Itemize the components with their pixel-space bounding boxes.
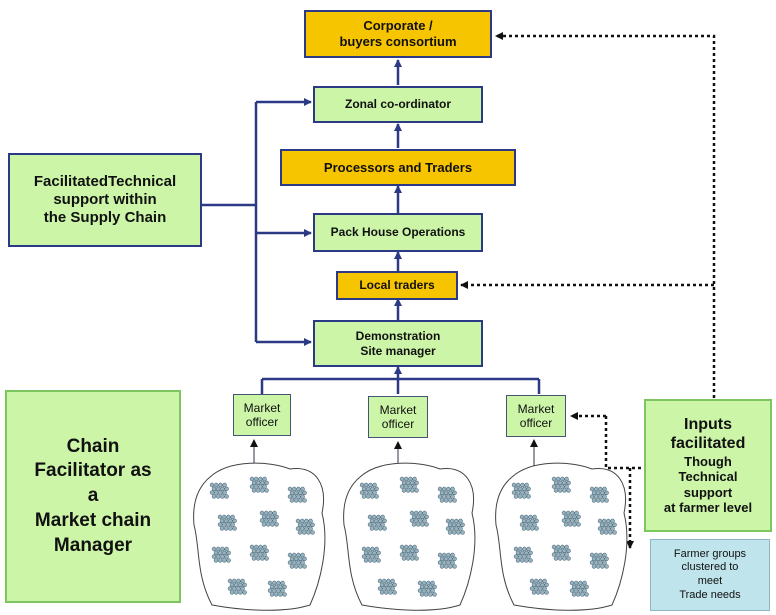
farm-cluster-2 bbox=[343, 462, 476, 611]
farmer-plot-group bbox=[513, 546, 533, 563]
farmer-plot-group bbox=[267, 580, 287, 597]
officer3-line-1: Market bbox=[517, 401, 555, 416]
processors-label: Processors and Traders bbox=[323, 159, 473, 175]
farmer-plot-group bbox=[511, 482, 531, 499]
farmer-plot-group bbox=[287, 486, 307, 503]
market-officer-3: Market officer bbox=[506, 395, 566, 437]
farmer-plot-group bbox=[259, 510, 279, 527]
chain-line-5: Manager bbox=[53, 534, 133, 556]
chain-line-3: a bbox=[87, 485, 99, 507]
zonal-coordinator-box: Zonal co-ordinator bbox=[313, 86, 483, 123]
market-officer-1: Market officer bbox=[233, 394, 291, 436]
inputs-facilitated-box: Inputs facilitated Though Technical supp… bbox=[644, 399, 772, 532]
farmer-plot-group bbox=[409, 510, 429, 527]
officer1-line-1: Market bbox=[243, 400, 281, 415]
technical-support-box: FacilitatedTechnical support within the … bbox=[8, 153, 202, 247]
farmer-plot-group bbox=[211, 546, 231, 563]
corporate-line-1: Corporate / bbox=[363, 18, 433, 34]
demo-site-manager-box: Demonstration Site manager bbox=[313, 320, 483, 367]
farmer-plot-group bbox=[417, 580, 437, 597]
farmer-plot-group bbox=[227, 578, 247, 595]
farmer-plot-group bbox=[589, 552, 609, 569]
tech-line-3: the Supply Chain bbox=[43, 209, 167, 226]
farmer-plot-group bbox=[551, 544, 571, 561]
farmer-plot-group bbox=[249, 544, 269, 561]
pack-house-box: Pack House Operations bbox=[313, 213, 483, 252]
inputs-detail-2: Technical bbox=[678, 469, 738, 485]
farmer-line-3: meet bbox=[697, 575, 723, 587]
tech-line-1: FacilitatedTechnical bbox=[33, 173, 177, 190]
local-traders-box: Local traders bbox=[336, 271, 458, 300]
farmer-line-4: Trade needs bbox=[679, 588, 741, 601]
farm-cluster-1 bbox=[193, 462, 326, 611]
officer3-line-2: officer bbox=[519, 416, 553, 430]
inputs-title-2: facilitated bbox=[670, 435, 746, 453]
farmer-plot-group bbox=[399, 544, 419, 561]
farmer-plot-group bbox=[597, 518, 617, 535]
farmer-plot-group bbox=[359, 482, 379, 499]
demo-line-1: Demonstration bbox=[355, 329, 441, 344]
zonal-label: Zonal co-ordinator bbox=[345, 97, 451, 112]
farmer-groups-box: Farmer groups clustered to meet Trade ne… bbox=[650, 539, 770, 611]
officer1-line-2: officer bbox=[245, 415, 279, 429]
farmer-plot-group bbox=[437, 552, 457, 569]
farmer-plot-group bbox=[209, 482, 229, 499]
farmer-plot-group bbox=[295, 518, 315, 535]
officer2-line-1: Market bbox=[379, 402, 417, 417]
processors-traders-box: Processors and Traders bbox=[280, 149, 516, 186]
corporate-buyers-box: Corporate / buyers consortium bbox=[304, 10, 492, 58]
chain-facilitator-box: Chain Facilitator as a Market chain Mana… bbox=[5, 390, 181, 603]
chain-line-4: Market chain bbox=[34, 509, 152, 531]
farmer-plot-group bbox=[361, 546, 381, 563]
inputs-detail-3: support bbox=[683, 484, 733, 500]
pack-house-label: Pack House Operations bbox=[330, 225, 466, 240]
farmer-plot-group bbox=[377, 578, 397, 595]
farm-cluster-3 bbox=[495, 462, 628, 611]
inputs-detail-4: at farmer level bbox=[663, 500, 753, 516]
farmer-plot-group bbox=[249, 476, 269, 493]
farmer-plot-group bbox=[217, 514, 237, 531]
farmer-plot-group bbox=[561, 510, 581, 527]
farmer-line-1: Farmer groups bbox=[673, 547, 747, 560]
inputs-title-1: Inputs bbox=[684, 416, 732, 434]
farmer-plot-group bbox=[287, 552, 307, 569]
market-officer-2: Market officer bbox=[368, 396, 428, 438]
demo-line-2: Site manager bbox=[360, 343, 436, 358]
corporate-line-2: buyers consortium bbox=[339, 34, 457, 49]
chain-line-1: Chain bbox=[66, 435, 120, 457]
farmer-plot-group bbox=[589, 486, 609, 503]
chain-line-2: Facilitator as bbox=[34, 460, 152, 482]
tech-line-2: support within bbox=[53, 191, 157, 208]
farmer-plot-group bbox=[519, 514, 539, 531]
officer2-line-2: officer bbox=[381, 417, 415, 431]
farmer-line-2: clustered to bbox=[681, 561, 739, 574]
farmer-plot-group bbox=[367, 514, 387, 531]
inputs-detail-1: Though bbox=[684, 453, 732, 469]
farmer-plot-group bbox=[445, 518, 465, 535]
local-traders-label: Local traders bbox=[359, 278, 435, 293]
farmer-plot-group bbox=[569, 580, 589, 597]
farmer-plot-group bbox=[399, 476, 419, 493]
farmer-plot-group bbox=[551, 476, 571, 493]
dotted-inputs-to-corporate bbox=[495, 32, 716, 398]
farmer-plot-group bbox=[529, 578, 549, 595]
farmer-plot-group bbox=[437, 486, 457, 503]
